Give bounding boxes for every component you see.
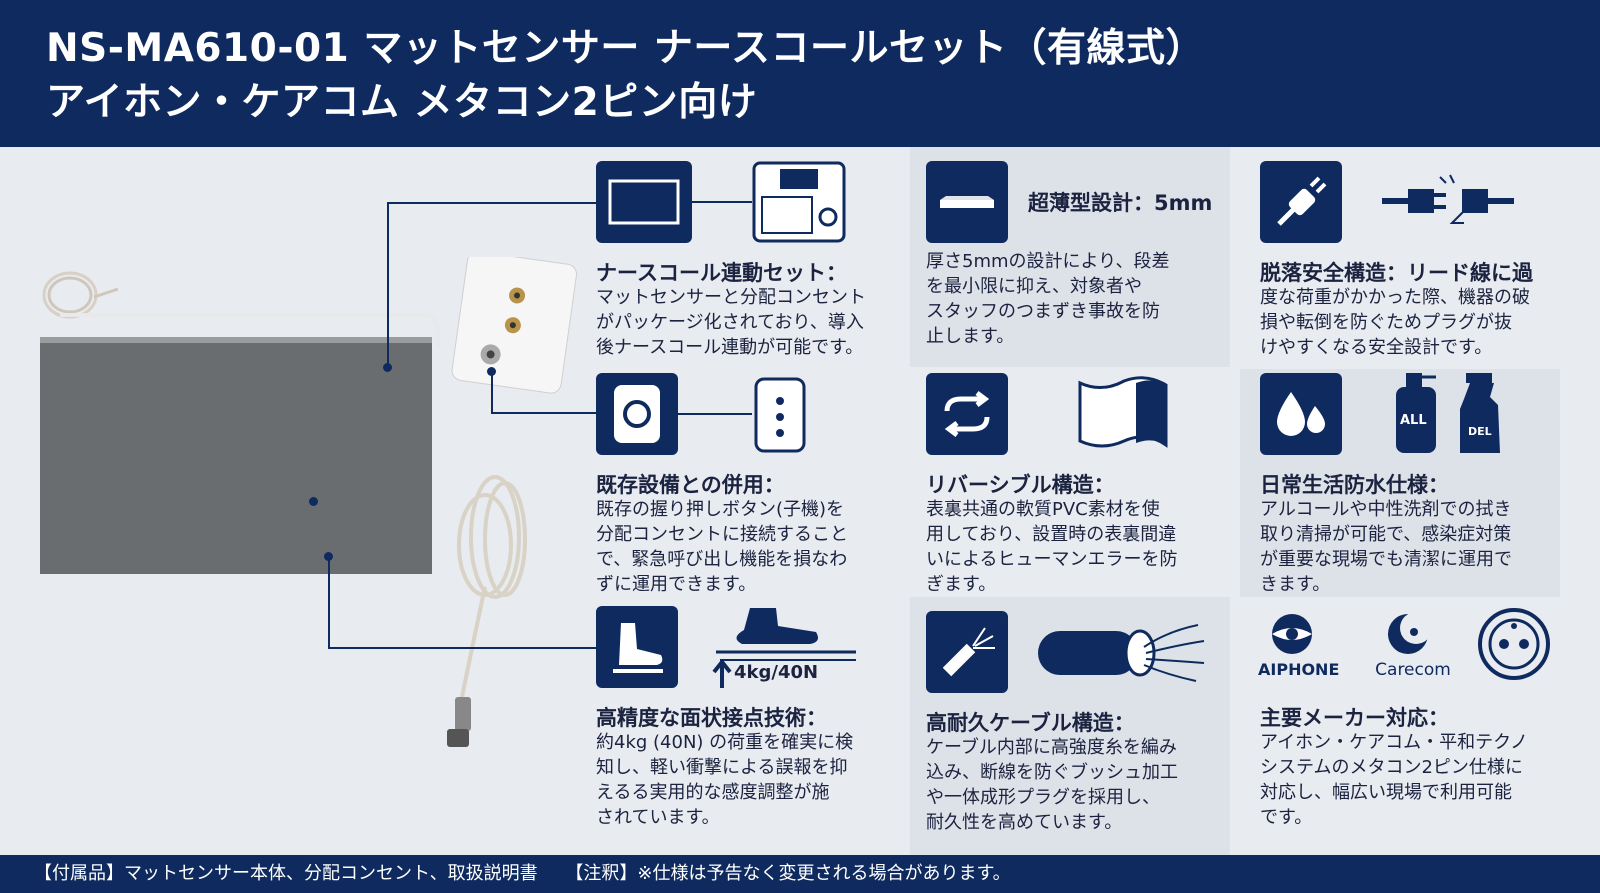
nurse-call-panel-icon bbox=[752, 161, 846, 247]
aiphone-brand-label: AIPHONE bbox=[1258, 660, 1340, 679]
feature-ultra-thin: 超薄型設計：5mm 厚さ5mmの設計により、段差を最小限に抑え、対象者やスタッフ… bbox=[910, 147, 1230, 367]
feature-title: 日常生活防水仕様： bbox=[1260, 473, 1449, 497]
spray-bottle-icon: ALL DEL bbox=[1390, 369, 1520, 463]
page-title-line1: NS-MA610-01 マットセンサー ナースコールセット（有線式） bbox=[46, 26, 1205, 71]
feature-title: 既存設備との併用： bbox=[596, 473, 785, 497]
foot-pressure-icon: 4kg/40N bbox=[706, 602, 866, 696]
carecom-logo bbox=[1380, 610, 1440, 662]
handset-icon bbox=[752, 373, 808, 459]
aiphone-logo bbox=[1258, 612, 1328, 660]
flag-sheet-icon bbox=[1076, 375, 1172, 455]
feature-body: アルコールや中性洗剤での拭き取り清掃が可能で、感染症対策が重要な現場でも清潔に運… bbox=[1260, 499, 1512, 595]
feature-body: マットセンサーと分配コンセントがパッケージ化されており、導入後ナースコール連動が… bbox=[596, 287, 866, 358]
foot-icon bbox=[596, 606, 678, 688]
footer-bar: 【付属品】マットセンサー本体、分配コンセント、取扱説明書 【注釈】※仕様は予告な… bbox=[0, 855, 1600, 893]
feature-body: ケーブル内部に高強度糸を編み込み、断線を防ぐブッシュ加工や一体成形プラグを採用し… bbox=[926, 737, 1178, 833]
feature-title: ナースコール連動セット： bbox=[596, 261, 847, 285]
bottle-label-del: DEL bbox=[1468, 425, 1492, 438]
unplug-icon bbox=[1380, 171, 1520, 235]
feature-body: アイホン・ケアコム・平和テクノシステムのメタコン2ピン仕様に対応し、幅広い現場で… bbox=[1260, 732, 1529, 828]
feature-body: 表裏共通の軟質PVC素材を使用しており、設置時の表裏間違いによるヒューマンエラー… bbox=[926, 499, 1178, 595]
mat-sensor-product bbox=[40, 257, 577, 747]
feature-body: 度な荷重がかかった際、機器の破損や転倒を防ぐためプラグが抜けやすくなる安全設計で… bbox=[1260, 287, 1530, 358]
feature-body: 約4kg (40N) の荷重を確実に検知し、軽い衝撃による誤報を抑えるる実用的な… bbox=[596, 732, 854, 828]
feature-title: リバーシブル構造： bbox=[926, 473, 1115, 497]
feature-waterproof: ALL DEL 日常生活防水仕様： アルコールや中性洗剤での拭き取り清掃が可能で… bbox=[1240, 369, 1560, 597]
page-title-line2: アイホン・ケアコム メタコン2ピン向け bbox=[46, 80, 758, 125]
footer-note: 【注釈】※仕様は予告なく変更される場合があります。 bbox=[565, 863, 1011, 884]
cable-cross-section-icon bbox=[1028, 611, 1208, 699]
feature-title: 主要メーカー対応： bbox=[1260, 706, 1449, 730]
feature-existing-equipment: 既存設備との併用： 既存の握り押しボタン(子機)を分配コンセントに接続することで… bbox=[590, 369, 910, 597]
bottle-label-all: ALL bbox=[1400, 413, 1427, 428]
carecom-brand-label: Carecom bbox=[1375, 660, 1451, 680]
reverse-arrows-icon bbox=[926, 373, 1008, 455]
main-content: ナースコール連動セット： マットセンサーと分配コンセントがパッケージ化されており… bbox=[0, 147, 1600, 855]
water-drops-icon bbox=[1260, 373, 1342, 455]
feature-breakaway-safety: 脱落安全構造：リード線に過 度な荷重がかかった際、機器の破損や転倒を防ぐためプラ… bbox=[1240, 157, 1560, 385]
feature-reversible: リバーシブル構造： 表裏共通の軟質PVC素材を使用しており、設置時の表裏間違いに… bbox=[910, 369, 1230, 597]
connector-2pin-icon bbox=[1476, 606, 1552, 686]
plug-icon bbox=[1260, 161, 1342, 243]
mat-icon bbox=[596, 161, 692, 243]
feature-manufacturer-support: AIPHONE Carecom 主要メーカー対応： アイホン・ケアコム・平和テク… bbox=[1240, 602, 1560, 830]
feature-body: 厚さ5mmの設計により、段差を最小限に抑え、対象者やスタッフのつまずき事故を防止… bbox=[926, 251, 1170, 347]
thin-mat-icon bbox=[926, 161, 1008, 243]
feature-title: 脱落安全構造：リード線に過 bbox=[1260, 261, 1533, 285]
feature-nurse-call-set: ナースコール連動セット： マットセンサーと分配コンセントがパッケージ化されており… bbox=[590, 157, 910, 385]
header-banner: NS-MA610-01 マットセンサー ナースコールセット（有線式） アイホン・… bbox=[0, 0, 1600, 147]
feature-title: 高耐久ケーブル構造： bbox=[926, 711, 1135, 735]
feature-title: 高精度な面状接点技術： bbox=[596, 706, 827, 730]
cable-icon bbox=[926, 611, 1008, 693]
feature-sensing-technology: 4kg/40N 高精度な面状接点技術： 約4kg (40N) の荷重を確実に検知… bbox=[590, 602, 910, 830]
footer-accessories: 【付属品】マットセンサー本体、分配コンセント、取扱説明書 bbox=[34, 863, 538, 884]
feature-body: 既存の握り押しボタン(子機)を分配コンセントに接続することで、緊急呼び出し機能を… bbox=[596, 499, 848, 595]
pressure-label: 4kg/40N bbox=[734, 662, 819, 683]
spec-thin-design: 超薄型設計：5mm bbox=[1028, 191, 1213, 215]
push-button-icon bbox=[596, 373, 678, 455]
feature-durable-cable: 高耐久ケーブル構造： ケーブル内部に高強度糸を編み込み、断線を防ぐブッシュ加工や… bbox=[910, 597, 1230, 855]
